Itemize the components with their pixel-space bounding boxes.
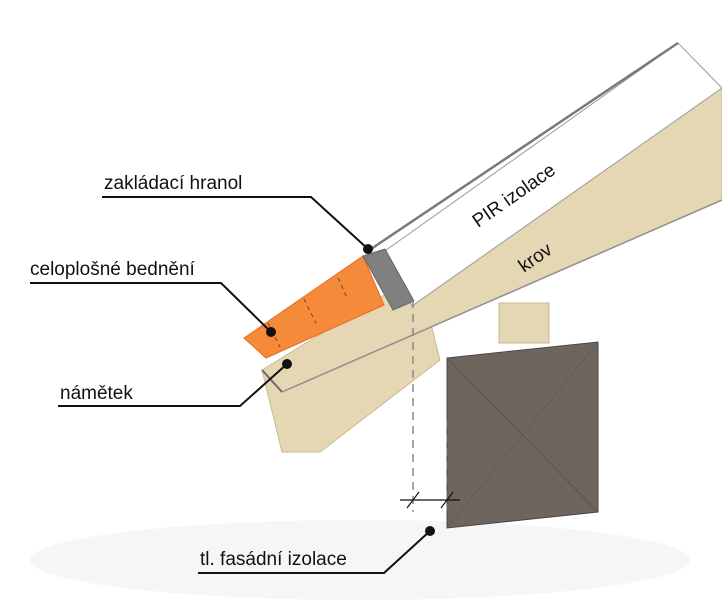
dimension-tick-1 xyxy=(406,491,420,509)
zakladaci-hranol xyxy=(362,248,415,311)
wall-plate xyxy=(498,302,550,344)
leader-nametek xyxy=(58,363,288,407)
leader-zakladaci-hranol xyxy=(102,196,369,250)
celoplosne-bedneni xyxy=(243,255,385,359)
wall-diagonal-2 xyxy=(446,341,599,529)
label-nametek: námětek xyxy=(60,383,133,404)
leader-fasadni-izolace xyxy=(198,530,431,574)
leader-dot-celoplosne-bedneni xyxy=(266,327,276,337)
leader-celoplosne-bedneni xyxy=(30,282,272,333)
label-zakladaci-hranol: zakládací hranol xyxy=(104,173,243,194)
pir-top-edge xyxy=(364,41,679,255)
label-celoplosne-bedneni: celoplošné bednění xyxy=(30,259,195,280)
rafter-underside xyxy=(281,199,722,393)
background-haze xyxy=(30,520,690,600)
leader-dot-zakladaci-hranol xyxy=(363,244,373,254)
rafter-bottom-edge xyxy=(261,369,283,393)
dimension-tick-2 xyxy=(440,491,454,509)
leader-dot-nametek xyxy=(282,359,292,369)
label-fasadni-izolace: tl. fasádní izolace xyxy=(200,549,347,570)
leader-dot-fasadni-izolace xyxy=(425,526,435,536)
